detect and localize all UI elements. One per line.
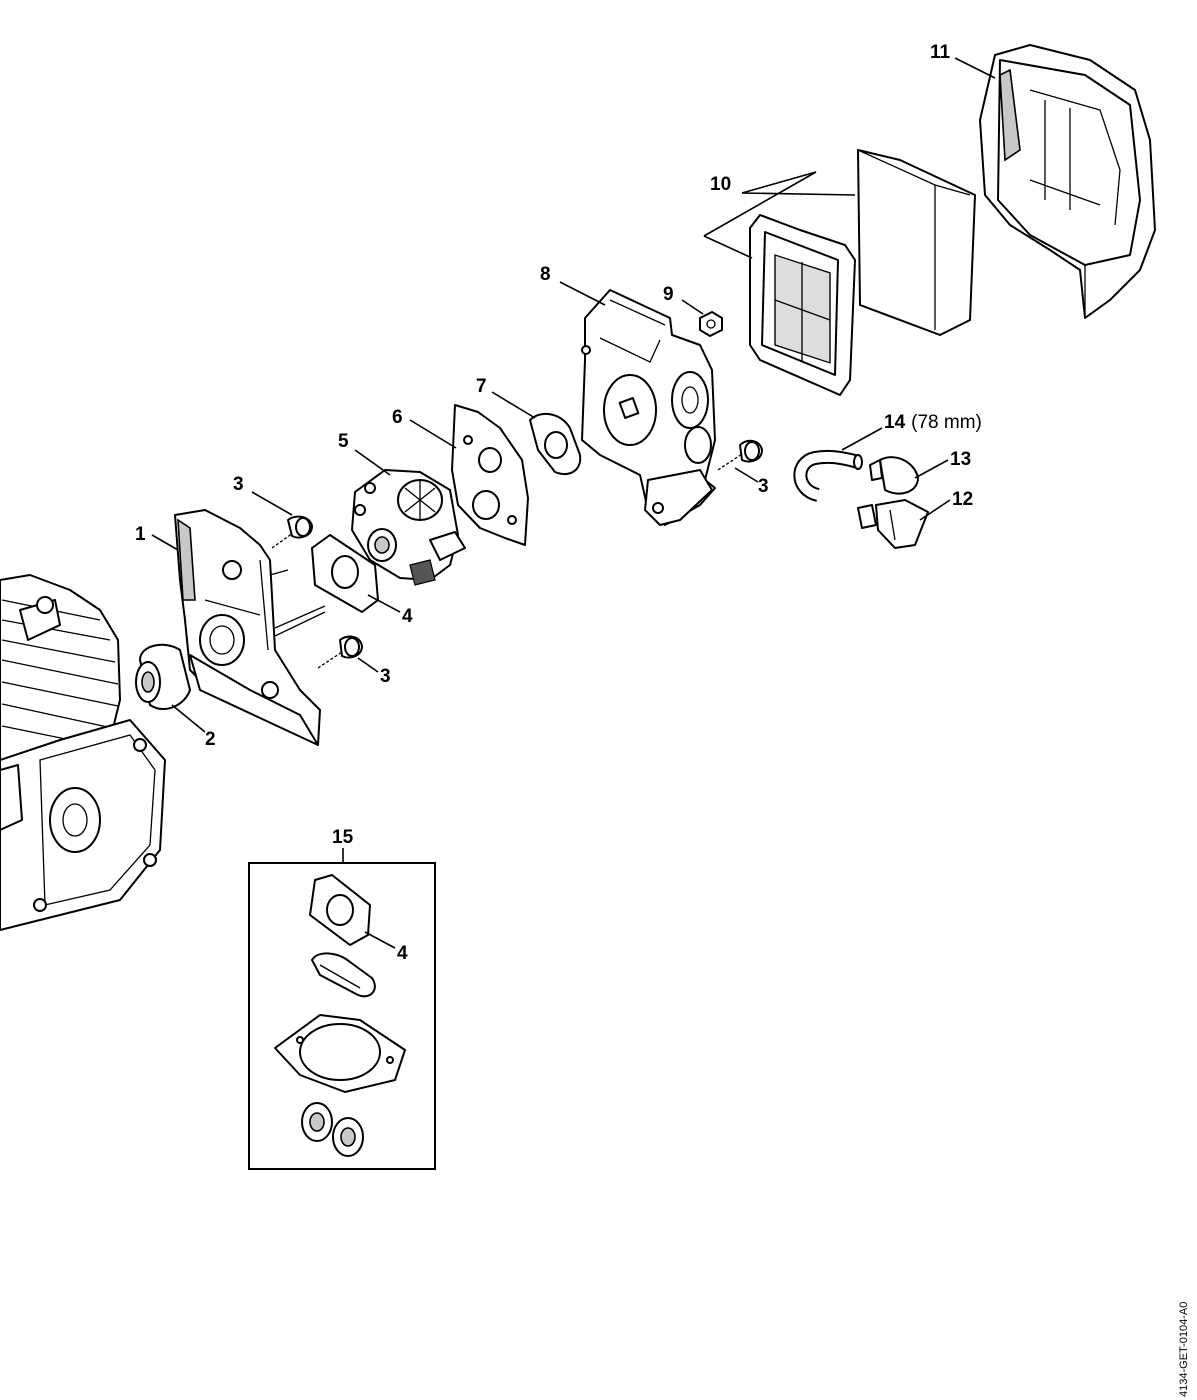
callout-8: 8 xyxy=(540,264,551,285)
part-9-nut xyxy=(699,311,723,337)
part-13-primer-bulb xyxy=(869,456,919,495)
part-10-air-filter xyxy=(749,149,976,396)
callout-10: 10 xyxy=(710,174,731,195)
part-1-carburetor-flange xyxy=(174,509,321,746)
part-2-intake-boot xyxy=(135,643,191,710)
callout-6: 6 xyxy=(392,407,403,428)
part-6-gasket-plate xyxy=(451,404,529,546)
leader-1 xyxy=(151,534,179,551)
leader-3c xyxy=(357,657,379,673)
callout-3c: 3 xyxy=(380,666,391,687)
callout-4b: 4 xyxy=(397,943,408,964)
leader-14 xyxy=(841,427,883,451)
leader-9 xyxy=(681,299,704,315)
callout-13: 13 xyxy=(950,449,971,470)
callout-11: 11 xyxy=(930,42,951,63)
leader-10b xyxy=(741,171,817,194)
leader-2 xyxy=(171,704,206,733)
callout-7: 7 xyxy=(476,376,487,397)
leader-12 xyxy=(919,499,951,521)
document-code: 4134-GET-0104-A0 xyxy=(1178,1301,1190,1397)
callout-12: 12 xyxy=(952,489,973,510)
callout-3a: 3 xyxy=(233,474,244,495)
callout-4a: 4 xyxy=(402,606,413,627)
callout-15: 15 xyxy=(332,827,354,848)
leader-6 xyxy=(409,419,457,449)
part-7-small-gasket xyxy=(529,412,582,475)
callout-5: 5 xyxy=(338,431,349,452)
callout-3b: 3 xyxy=(758,476,769,497)
callout-1: 1 xyxy=(135,524,146,545)
leader-8 xyxy=(559,281,606,306)
part-4-gasket xyxy=(311,534,379,613)
leader-5 xyxy=(354,449,391,476)
part-3-screw-upper xyxy=(271,515,313,549)
callout-9: 9 xyxy=(663,284,674,305)
leader-3b xyxy=(734,467,759,483)
leader-13 xyxy=(914,459,949,479)
part-15-gasket-kit xyxy=(248,848,436,1170)
leader-10d xyxy=(703,235,753,259)
part-12-choke-knob xyxy=(857,499,929,549)
leader-11 xyxy=(954,57,996,79)
leader-4b xyxy=(364,931,396,949)
part-8-filter-base xyxy=(581,289,716,526)
leader-7 xyxy=(491,391,536,419)
callout-14: 14(78 mm) xyxy=(884,412,982,433)
part-3-screw-right xyxy=(717,439,763,471)
leader-4a xyxy=(367,594,401,613)
leader-10c xyxy=(703,171,817,237)
leader-3a xyxy=(251,491,293,516)
part-14-fuel-hose xyxy=(793,449,863,502)
studs xyxy=(269,569,326,637)
part-5-carburetor xyxy=(351,469,466,586)
engine-cylinder xyxy=(0,574,166,931)
part-11-filter-cover xyxy=(979,44,1156,319)
leader-10a xyxy=(741,192,856,196)
part-3-screw-lower xyxy=(317,635,363,669)
callout-2: 2 xyxy=(205,729,216,750)
